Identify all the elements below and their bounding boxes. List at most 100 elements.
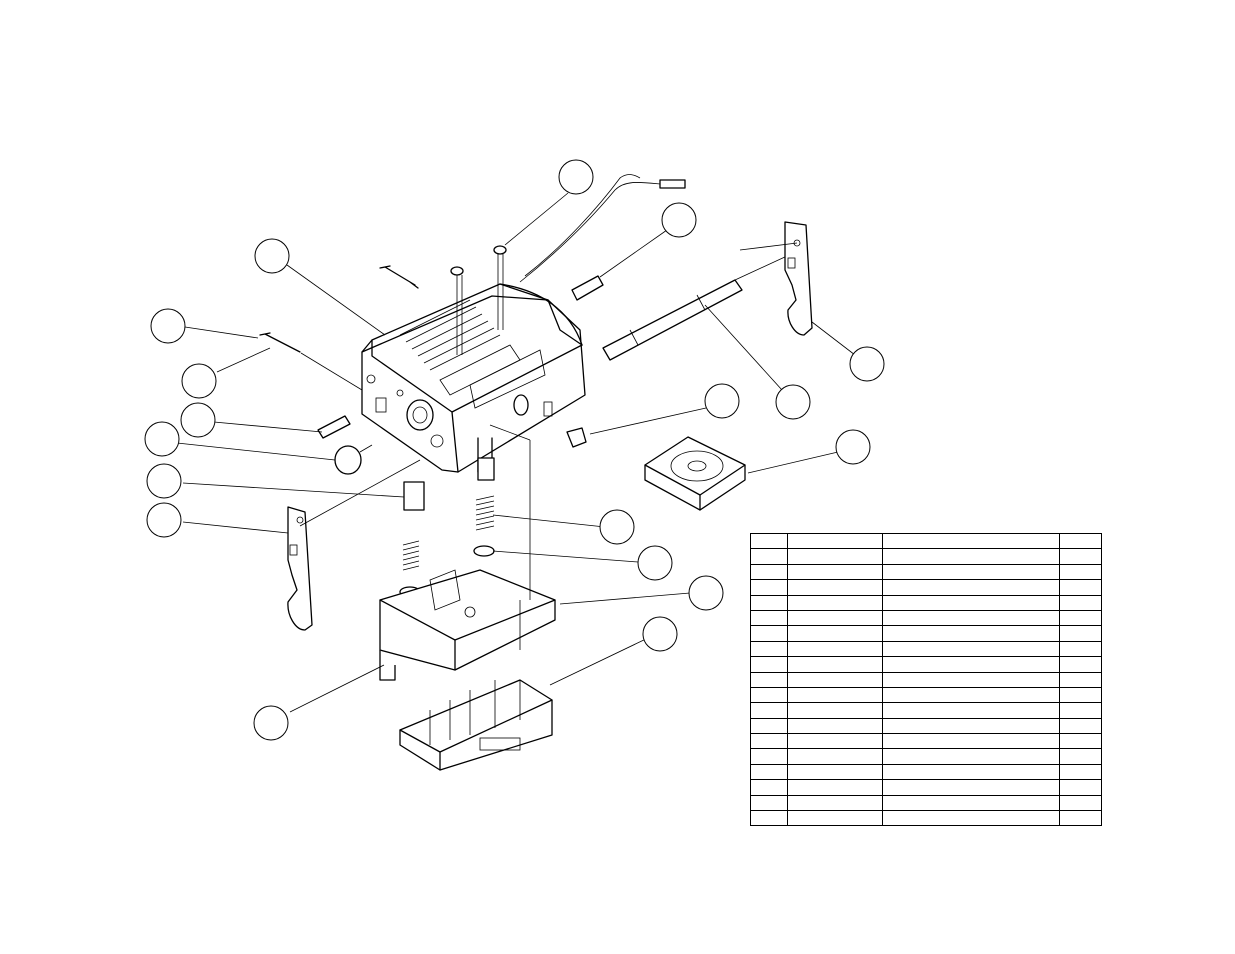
table-cell (1059, 640, 1102, 658)
table-cell (750, 810, 788, 827)
table-cell (1059, 748, 1102, 765)
table-cell (787, 548, 883, 565)
table-cell (787, 763, 883, 781)
table-row (750, 686, 1102, 704)
table-cell (882, 594, 1060, 611)
table-cell (882, 794, 1060, 812)
parts-list-header (750, 532, 1102, 550)
lower-carriage (379, 569, 556, 681)
wire-harness (519, 174, 686, 283)
table-cell (750, 579, 788, 596)
table-cell (787, 656, 883, 673)
table-cell (1059, 594, 1102, 611)
knob (317, 415, 587, 475)
fan (644, 436, 746, 511)
table-cell (750, 763, 788, 781)
table-cell (750, 656, 788, 673)
table-row (750, 548, 1102, 565)
table-cell (750, 548, 788, 565)
table-cell (787, 733, 883, 750)
table-cell (882, 656, 1060, 673)
table-cell (1059, 609, 1102, 627)
table-cell (882, 748, 1060, 765)
table-cell (787, 779, 883, 796)
item-balloon (704, 383, 740, 419)
table-cell (750, 779, 788, 796)
table-cell (1059, 579, 1102, 596)
table-cell (1059, 717, 1102, 735)
table-cell (787, 810, 883, 827)
table-cell (750, 702, 788, 719)
item-balloon (835, 429, 871, 465)
table-cell (1059, 671, 1102, 688)
leader-lines (176, 192, 856, 713)
table-row (750, 810, 1102, 827)
item-balloon (688, 575, 724, 611)
table-cell (1059, 733, 1102, 750)
table-row (750, 717, 1102, 735)
table-cell (882, 763, 1060, 781)
table-cell (882, 579, 1060, 596)
item-balloon (180, 402, 216, 438)
table-cell (882, 563, 1060, 581)
item-balloon (254, 238, 290, 274)
table-cell (750, 733, 788, 750)
item-balloon (775, 384, 811, 420)
item-balloon (661, 202, 697, 238)
table-cell (787, 702, 883, 719)
table-cell (882, 671, 1060, 688)
table-cell (1059, 779, 1102, 796)
table-row (750, 625, 1102, 642)
item-balloon (146, 502, 182, 538)
table-cell (750, 594, 788, 611)
table-cell (787, 563, 883, 581)
item-balloons (144, 159, 885, 741)
table-cell (750, 717, 788, 735)
column-header (787, 532, 883, 550)
table-cell (882, 702, 1060, 719)
table-cell (750, 794, 788, 812)
table-cell (787, 594, 883, 611)
item-balloon (150, 308, 186, 344)
table-cell (750, 625, 788, 642)
table-cell (1059, 686, 1102, 704)
table-cell (787, 671, 883, 688)
item-balloon (599, 509, 635, 545)
table-cell (1059, 563, 1102, 581)
table-cell (787, 717, 883, 735)
table-cell (1059, 625, 1102, 642)
table-row (750, 794, 1102, 812)
table-cell (882, 779, 1060, 796)
table-cell (882, 810, 1060, 827)
column-header (750, 532, 788, 550)
table-cell (787, 640, 883, 658)
table-cell (882, 625, 1060, 642)
item-balloon (558, 159, 594, 195)
item-balloon (637, 545, 673, 581)
table-cell (750, 686, 788, 704)
table-row (750, 579, 1102, 596)
left-bracket (287, 506, 313, 631)
table-cell (750, 640, 788, 658)
table-row (750, 779, 1102, 796)
item-balloon (181, 363, 217, 399)
parts-list-table (750, 532, 1102, 827)
base-tray (399, 679, 553, 771)
table-cell (787, 748, 883, 765)
column-header (1059, 532, 1102, 550)
table-cell (787, 686, 883, 704)
item-balloon (849, 346, 885, 382)
table-cell (787, 579, 883, 596)
column-header (882, 532, 1060, 550)
table-cell (882, 733, 1060, 750)
table-cell (882, 609, 1060, 627)
table-cell (787, 625, 883, 642)
table-cell (1059, 794, 1102, 812)
item-balloon (144, 421, 180, 457)
table-cell (750, 671, 788, 688)
alignment-lines (489, 424, 531, 650)
table-row (750, 702, 1102, 719)
table-cell (1059, 548, 1102, 565)
table-cell (787, 609, 883, 627)
